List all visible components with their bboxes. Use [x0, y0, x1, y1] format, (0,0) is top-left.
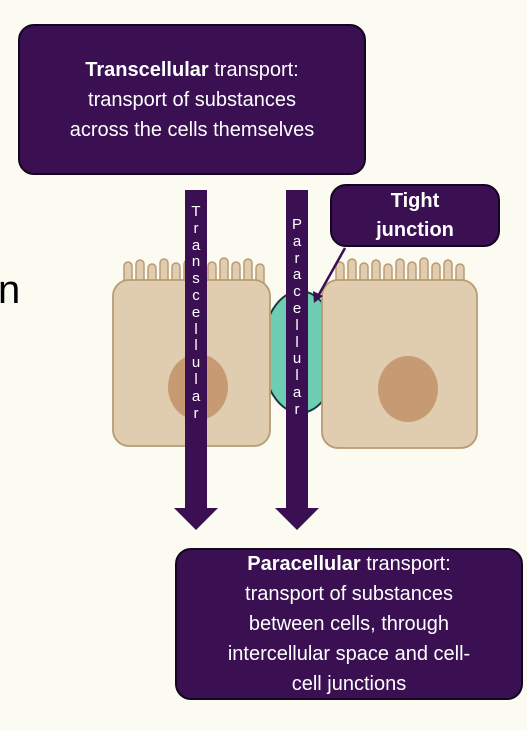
- transcellular-arrow-label-letter: n: [191, 253, 201, 271]
- transcellular-arrow-label-letter: e: [191, 303, 201, 321]
- tight-junction-pointer: [315, 247, 347, 299]
- paracellular-arrow-label-letter: r: [294, 400, 300, 418]
- transcellular-arrow-label-letter: a: [191, 236, 201, 254]
- paracellular-line-4: intercellular space and cell-: [227, 643, 471, 665]
- transcellular-line-3: across the cells themselves: [69, 118, 315, 141]
- tight-junction-line-2: junction: [376, 218, 454, 241]
- tight-junction-line-1: Tight: [390, 189, 440, 212]
- paracellular-line-3: between cells, through: [248, 613, 450, 635]
- paracellular-arrow: [275, 190, 319, 530]
- paracellular-term: Paracellular: [247, 553, 361, 575]
- paracellular-arrow-label-letter: r: [294, 249, 300, 267]
- transcellular-arrow-label-letter: l: [194, 370, 198, 388]
- transcellular-arrow-label-letter: r: [193, 404, 199, 422]
- transcellular-arrow: [174, 190, 218, 530]
- transcellular-term-suffix: transport:: [208, 58, 299, 81]
- paracellular-arrow-label-letter: P: [291, 216, 302, 233]
- paracellular-arrow-label-letter: u: [292, 350, 302, 368]
- cut-off-text: n: [0, 268, 21, 312]
- transcellular-arrow-label-letter: l: [194, 320, 198, 338]
- paracellular-arrow-label-letter: a: [292, 266, 302, 284]
- transcellular-arrow-label-letter: c: [192, 286, 200, 304]
- right-cell-nucleus: [378, 356, 438, 422]
- transcellular-arrow-label-letter: a: [191, 387, 201, 405]
- transcellular-description-box: Transcellular transport: transport of su…: [18, 24, 366, 175]
- transcellular-arrow-label-letter: l: [194, 337, 198, 355]
- paracellular-arrow-label-letter: c: [293, 283, 301, 301]
- transcellular-line-2: transport of substances: [88, 88, 296, 111]
- transcellular-arrow-label-letter: u: [191, 354, 201, 372]
- paracellular-arrow-label-letter: l: [295, 333, 299, 351]
- tight-junction-label-box: Tight junction: [330, 184, 500, 247]
- transcellular-arrow-label-letter: r: [193, 219, 199, 237]
- paracellular-arrow-label-letter: l: [295, 316, 299, 334]
- transcellular-arrow-label-letter: s: [192, 270, 200, 288]
- paracellular-line-5: cell junctions: [291, 673, 407, 695]
- transcellular-arrow-label-letter: T: [191, 203, 201, 220]
- paracellular-arrow-label-letter: l: [295, 367, 299, 385]
- paracellular-arrow-label-letter: a: [292, 383, 302, 401]
- paracellular-arrow-label-letter: e: [292, 299, 302, 317]
- paracellular-description-box: Paracellular transport: transport of sub…: [175, 548, 523, 700]
- tight-junction-pointer-head: [313, 291, 323, 303]
- paracellular-line-2: transport of substances: [245, 583, 453, 605]
- transcellular-term: Transcellular: [85, 58, 209, 81]
- paracellular-term-suffix: transport:: [360, 553, 451, 575]
- paracellular-arrow-label-letter: a: [292, 232, 302, 250]
